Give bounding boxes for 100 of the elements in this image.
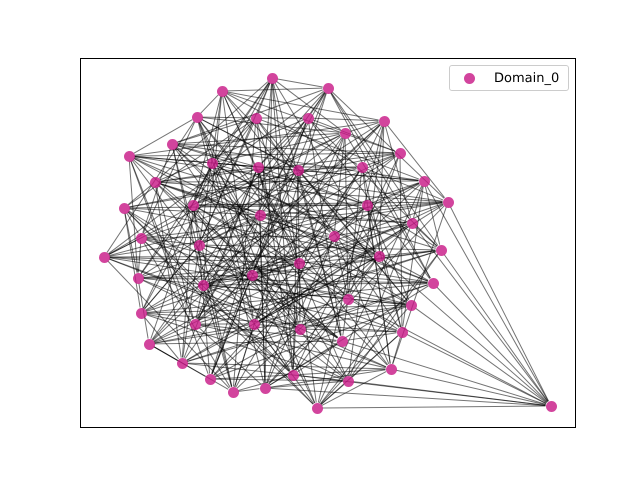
graph-edge xyxy=(276,80,342,130)
network-node xyxy=(378,116,390,126)
graph-edge xyxy=(197,207,295,261)
graph-edge xyxy=(198,250,210,374)
graph-edge xyxy=(344,138,348,294)
graph-edge xyxy=(187,362,386,370)
graph-edge xyxy=(342,304,348,336)
graph-edge xyxy=(320,335,398,405)
graph-edge xyxy=(400,158,402,327)
network-node xyxy=(124,150,134,162)
graph-edge xyxy=(350,122,380,132)
graph-edge xyxy=(268,260,376,384)
graph-edge xyxy=(128,208,374,256)
graph-edge xyxy=(258,172,300,324)
graph-edge xyxy=(264,83,272,383)
network-node xyxy=(252,162,264,172)
graph-edge xyxy=(186,258,375,361)
graph-edge xyxy=(236,226,408,389)
network-node xyxy=(206,158,218,168)
network-node xyxy=(192,112,202,122)
graph-edge xyxy=(310,122,430,280)
graph-edge xyxy=(198,122,316,404)
graph-edge xyxy=(414,308,548,404)
graph-edge xyxy=(256,207,363,273)
graph-edge xyxy=(262,170,330,233)
graph-edge xyxy=(156,186,194,320)
graph-edge xyxy=(203,216,256,244)
graph-edge xyxy=(322,406,546,408)
graph-edge xyxy=(128,167,358,208)
graph-edge xyxy=(203,248,338,338)
graph-edge xyxy=(338,208,364,233)
graph-edge xyxy=(303,266,398,330)
graph-edge xyxy=(334,240,348,294)
graph-edge xyxy=(368,210,410,300)
graph-edge xyxy=(128,160,138,274)
graph-edge xyxy=(212,92,326,374)
graph-edge xyxy=(176,144,420,181)
graph-edge xyxy=(202,117,340,133)
graph-edge xyxy=(269,285,429,386)
graph-edge xyxy=(133,119,193,154)
graph-edge xyxy=(216,165,375,254)
graph-edge xyxy=(238,376,288,391)
graph-edge xyxy=(152,218,257,340)
graph-edge xyxy=(352,381,546,406)
graph-edge xyxy=(130,160,194,320)
graph-edge xyxy=(146,314,344,380)
graph-edge xyxy=(254,279,316,404)
graph-edge xyxy=(216,164,408,222)
graph-edge xyxy=(352,335,398,378)
graph-edge xyxy=(196,290,202,320)
graph-edge xyxy=(258,82,270,114)
graph-edge xyxy=(265,214,407,224)
network-node xyxy=(188,200,198,210)
graph-edge xyxy=(146,238,406,304)
graph-edge xyxy=(203,96,222,280)
graph-edge xyxy=(266,138,344,384)
graph-edge xyxy=(198,327,262,385)
graph-edge xyxy=(176,146,407,302)
graph-edge xyxy=(184,136,342,360)
graph-edge xyxy=(305,328,397,332)
graph-edge xyxy=(108,258,296,328)
graph-edge xyxy=(302,170,420,182)
graph-edge xyxy=(260,220,266,383)
graph-edge xyxy=(296,302,346,372)
graph-edge xyxy=(350,260,376,296)
network-node xyxy=(248,318,260,330)
graph-edge xyxy=(264,202,444,216)
graph-edge xyxy=(108,216,256,256)
graph-edge xyxy=(197,219,258,320)
graph-edge xyxy=(204,244,436,250)
graph-edge xyxy=(182,210,194,358)
graph-edge xyxy=(320,384,344,405)
graph-edge xyxy=(214,167,346,377)
graph-edge xyxy=(200,324,386,368)
graph-edge xyxy=(256,137,344,320)
graph-edge xyxy=(128,210,338,339)
graph-edge xyxy=(108,90,324,254)
network-node xyxy=(342,376,354,386)
graph-edge xyxy=(198,278,248,321)
graph-edge xyxy=(262,168,362,204)
graph-edge xyxy=(134,158,256,214)
graph-edge xyxy=(321,371,387,406)
graph-edge xyxy=(347,137,431,279)
graph-edge xyxy=(126,212,139,234)
graph-edge xyxy=(258,172,266,383)
network-node xyxy=(294,258,304,268)
network-node xyxy=(546,400,556,412)
graph-edge xyxy=(201,119,363,203)
graph-edge xyxy=(263,166,357,168)
graph-edge xyxy=(142,122,196,234)
graph-edge xyxy=(198,122,264,384)
graph-edge xyxy=(311,121,438,247)
graph-edge xyxy=(140,122,254,274)
graph-edge xyxy=(256,276,344,298)
graph-edge xyxy=(301,174,408,302)
graph-edge xyxy=(413,186,423,218)
graph-edge xyxy=(256,328,290,372)
graph-edge xyxy=(320,308,408,404)
graph-edge xyxy=(224,96,298,258)
graph-edge xyxy=(208,286,386,368)
